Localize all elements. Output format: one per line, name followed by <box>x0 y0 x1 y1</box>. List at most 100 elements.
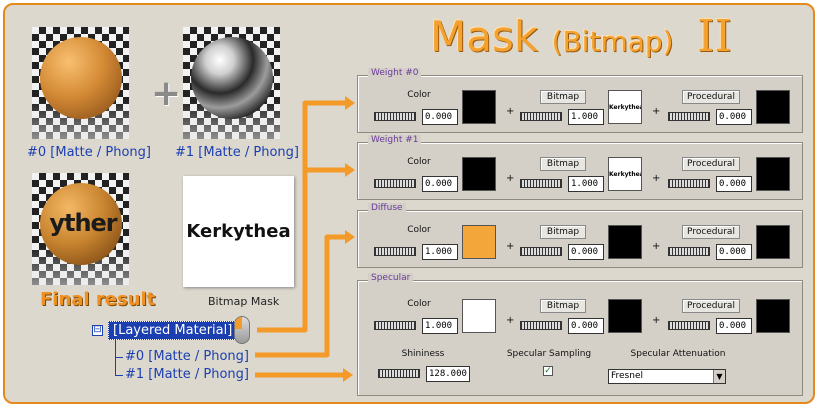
procedural-button[interactable]: Procedural <box>682 299 740 313</box>
bitmap-value-input[interactable]: 0.000 <box>568 318 604 334</box>
procedural-button[interactable]: Procedural <box>682 157 740 171</box>
final-sphere-text: yther <box>49 209 117 237</box>
color-field: Color 0.000 <box>374 88 464 128</box>
title-main: Mask <box>430 12 539 61</box>
slider-icon[interactable] <box>668 247 710 256</box>
slider-icon[interactable] <box>520 179 562 188</box>
slider-icon[interactable] <box>520 247 562 256</box>
tree-item-material-1[interactable]: #1 [Matte / Phong] <box>125 367 249 382</box>
diagram-frame: Mask (Bitmap) II #0 [Matte / Phong] + #1… <box>3 3 815 404</box>
bitmap-button[interactable]: Bitmap <box>540 225 586 239</box>
arrow-icon <box>343 368 353 382</box>
bitmap-button[interactable]: Bitmap <box>540 299 586 313</box>
bitmap-swatch[interactable]: Kerkythea <box>608 90 642 124</box>
color-field: Color 1.000 <box>374 223 464 263</box>
slider-icon[interactable] <box>374 179 416 188</box>
panel-title: Diffuse <box>368 203 406 213</box>
tree-item-material-0[interactable]: #0 [Matte / Phong] <box>125 349 249 364</box>
procedural-value-input[interactable]: 0.000 <box>716 109 752 125</box>
slider-icon[interactable] <box>668 179 710 188</box>
checkbox-icon[interactable]: ✓ <box>543 366 553 376</box>
bitmap-swatch[interactable] <box>608 299 642 333</box>
slider-icon[interactable] <box>668 112 710 121</box>
procedural-button[interactable]: Procedural <box>682 90 740 104</box>
shininess-label: Shininess <box>401 349 445 359</box>
color-value-input[interactable]: 0.000 <box>422 176 458 192</box>
slider-icon[interactable] <box>520 112 562 121</box>
connector-arrows <box>255 96 355 382</box>
tree-collapse-icon[interactable]: ⊟ <box>92 324 103 336</box>
color-field: Color 0.000 <box>374 155 464 195</box>
slider-icon[interactable] <box>668 321 710 330</box>
color-value-input[interactable]: 1.000 <box>422 318 458 334</box>
panel-title: Weight #1 <box>368 135 422 145</box>
specular-attenuation-field: Specular Attenuation Fresnel ▼ <box>608 349 748 389</box>
procedural-value-input[interactable]: 0.000 <box>716 244 752 260</box>
bitmap-swatch[interactable] <box>608 225 642 259</box>
slider-icon[interactable] <box>378 369 420 378</box>
procedural-swatch[interactable] <box>756 157 790 191</box>
dropdown-arrow-icon[interactable]: ▼ <box>713 370 725 383</box>
bitmap-button[interactable]: Bitmap <box>540 157 586 171</box>
color-label: Color <box>407 299 431 309</box>
mouse-icon <box>234 316 250 344</box>
tree-connector <box>115 357 123 358</box>
procedural-swatch[interactable] <box>756 90 790 124</box>
color-label: Color <box>407 225 431 235</box>
plus-icon: + <box>652 173 661 184</box>
bitmap-value-input[interactable]: 0.000 <box>568 244 604 260</box>
panel-specular: Specular Color 1.000 + Bitmap 0.000 + Pr… <box>357 273 803 396</box>
color-swatch[interactable] <box>462 299 496 333</box>
color-value-input[interactable]: 1.000 <box>422 244 458 260</box>
plus-icon: + <box>506 173 515 184</box>
color-label: Color <box>407 90 431 100</box>
plus-icon: + <box>652 315 661 326</box>
procedural-swatch[interactable] <box>756 225 790 259</box>
matte-sphere-image <box>40 37 122 119</box>
bitmap-swatch[interactable]: Kerkythea <box>608 157 642 191</box>
color-swatch[interactable] <box>462 225 496 259</box>
shininess-field: Shininess 128.000 <box>378 349 488 389</box>
title-sub: (Bitmap) <box>551 25 674 58</box>
bitmap-value-input[interactable]: 1.000 <box>568 109 604 125</box>
slider-icon[interactable] <box>374 247 416 256</box>
tree-root-layered-material[interactable]: [Layered Material] <box>108 321 238 340</box>
bitmap-button[interactable]: Bitmap <box>540 90 586 104</box>
specular-sampling-label: Specular Sampling <box>506 349 592 359</box>
render-material-1 <box>183 27 280 139</box>
bitmap-field: Bitmap 0.000 <box>520 223 610 263</box>
final-sphere-image: yther <box>40 183 122 265</box>
bitmap-value-input[interactable]: 1.000 <box>568 176 604 192</box>
panel-title: Weight #0 <box>368 68 422 78</box>
tree-connector <box>115 375 123 376</box>
procedural-value-input[interactable]: 0.000 <box>716 176 752 192</box>
procedural-field: Procedural 0.000 <box>668 155 758 195</box>
plus-icon: + <box>506 106 515 117</box>
slider-icon[interactable] <box>520 321 562 330</box>
color-value-input[interactable]: 0.000 <box>422 109 458 125</box>
panel-weight-1: Weight #1 Color 0.000 + Bitmap 1.000 Ker… <box>357 135 803 200</box>
final-result-label: Final result <box>40 289 156 310</box>
arrow-icon <box>345 230 355 244</box>
procedural-swatch[interactable] <box>756 299 790 333</box>
shininess-value-input[interactable]: 128.000 <box>426 366 470 382</box>
procedural-field: Procedural 0.000 <box>668 88 758 128</box>
chrome-sphere-image <box>191 37 273 119</box>
procedural-value-input[interactable]: 0.000 <box>716 318 752 334</box>
bitmap-field: Bitmap 1.000 <box>520 88 610 128</box>
slider-icon[interactable] <box>374 321 416 330</box>
color-label: Color <box>407 157 431 167</box>
panel-weight-0: Weight #0 Color 0.000 + Bitmap 1.000 Ker… <box>357 68 803 133</box>
title-roman: II <box>696 11 732 62</box>
specular-attenuation-select[interactable]: Fresnel ▼ <box>608 369 726 384</box>
slider-icon[interactable] <box>374 112 416 121</box>
render-1-caption: #1 [Matte / Phong] <box>175 145 299 160</box>
color-swatch[interactable] <box>462 90 496 124</box>
procedural-button[interactable]: Procedural <box>682 225 740 239</box>
plus-icon: + <box>506 241 515 252</box>
plus-icon: + <box>506 315 515 326</box>
bitmap-mask-text: Kerkythea <box>186 221 291 242</box>
color-field: Color 1.000 <box>374 293 464 334</box>
color-swatch[interactable] <box>462 157 496 191</box>
specular-sampling-field: Specular Sampling ✓ <box>494 349 604 389</box>
